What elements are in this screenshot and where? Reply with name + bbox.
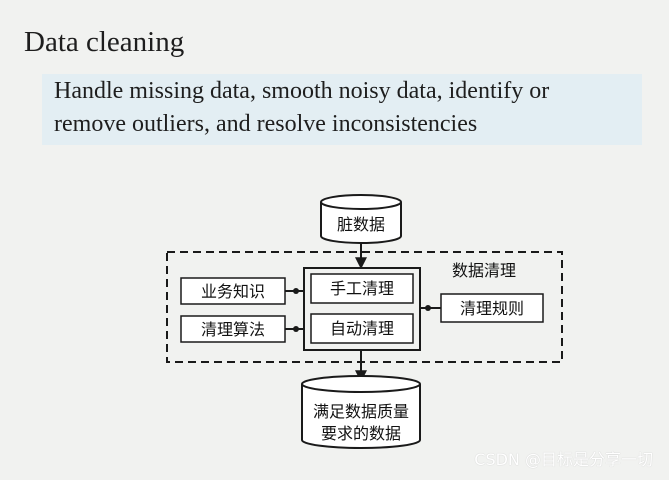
connector-knowledge-dot [293, 288, 299, 294]
manual-cleaning-box [310, 273, 414, 304]
csdn-watermark: CSDN @目标是分享一切 [474, 450, 653, 469]
cleaning-algorithm-box [180, 315, 286, 343]
output-db-label-line1: 满足数据质量 [313, 402, 409, 421]
auto-cleaning-box [310, 313, 414, 344]
cleaning-rules-label: 清理规则 [460, 299, 524, 318]
auto-cleaning-label: 自动清理 [330, 319, 394, 338]
source-db-label: 脏数据 [337, 215, 385, 234]
process-group-label: 数据清理 [452, 261, 516, 280]
output-db-label-line2: 要求的数据 [321, 424, 401, 443]
subtitle-highlight [42, 74, 642, 145]
business-knowledge-label: 业务知识 [201, 282, 265, 301]
cleaning-algorithm-label: 清理算法 [201, 320, 265, 339]
output-db-cylinder: 满足数据质量 要求的数据 [301, 375, 421, 449]
connector-algorithm-dot [293, 326, 299, 332]
cleaning-process-boundary [166, 251, 563, 363]
business-knowledge-box [180, 277, 286, 305]
source-db-cylinder: 脏数据 [320, 194, 402, 244]
subtitle-line-1: Handle missing data, smooth noisy data, … [54, 78, 550, 104]
subtitle-line-2: remove outliers, and resolve inconsisten… [54, 111, 478, 137]
cleaning-rules-box [440, 293, 544, 323]
manual-cleaning-label: 手工清理 [330, 279, 394, 298]
slide-title: Data cleaning [24, 26, 185, 58]
connector-rules-dot [425, 305, 431, 311]
